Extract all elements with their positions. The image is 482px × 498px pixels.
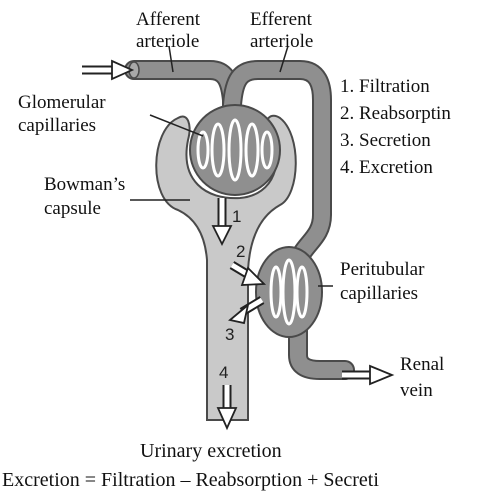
step-1: 1. Filtration xyxy=(340,76,430,97)
filtration-arrow xyxy=(211,198,233,247)
renal-vein-arrow xyxy=(342,364,395,386)
peritubular-label-line1: Peritubular xyxy=(340,259,425,280)
efferent-label-line2: arteriole xyxy=(250,31,313,52)
bowmans-label-line2: capsule xyxy=(44,198,101,219)
urinary-excretion-label: Urinary excretion xyxy=(140,440,282,462)
glomerular-leader xyxy=(149,114,204,137)
afferent-label-line2: arteriole xyxy=(136,31,199,52)
step-3: 3. Secretion xyxy=(340,130,431,151)
efferent-label-line1: Efferent xyxy=(250,9,313,30)
glomerulus xyxy=(189,104,281,196)
marker-1: 1 xyxy=(232,207,241,226)
bowmans-capsule-shape xyxy=(155,114,297,421)
equation: Excretion = Filtration – Reabsorption + … xyxy=(2,469,379,491)
efferent-leader xyxy=(279,45,289,73)
marker-3: 3 xyxy=(225,325,234,344)
afferent-leader xyxy=(168,45,174,73)
bowmans-label-line1: Bowman’s xyxy=(44,174,125,195)
afferent-inflow-arrow xyxy=(82,59,135,81)
efferent-pathway xyxy=(222,60,355,380)
secretion-arrow xyxy=(228,296,265,325)
renal-label-line1: Renal xyxy=(400,354,444,375)
glomerular-label-line2: capillaries xyxy=(18,115,96,136)
afferent-label-line1: Afferent xyxy=(136,9,201,30)
afferent-arteriole xyxy=(124,60,242,115)
step-4: 4. Excretion xyxy=(340,157,433,178)
renal-label-line2: vein xyxy=(400,380,433,401)
reabsorption-arrow xyxy=(229,261,267,286)
excretion-arrow xyxy=(216,385,238,431)
glomerular-label-line1: Glomerular xyxy=(18,92,106,113)
marker-4: 4 xyxy=(219,363,228,382)
marker-2: 2 xyxy=(236,242,245,261)
peritubular-capillaries-shape xyxy=(255,246,323,338)
leader-lines xyxy=(130,45,333,287)
peritubular-label-line2: capillaries xyxy=(340,283,418,304)
step-2: 2. Reabsorptin xyxy=(340,103,451,124)
